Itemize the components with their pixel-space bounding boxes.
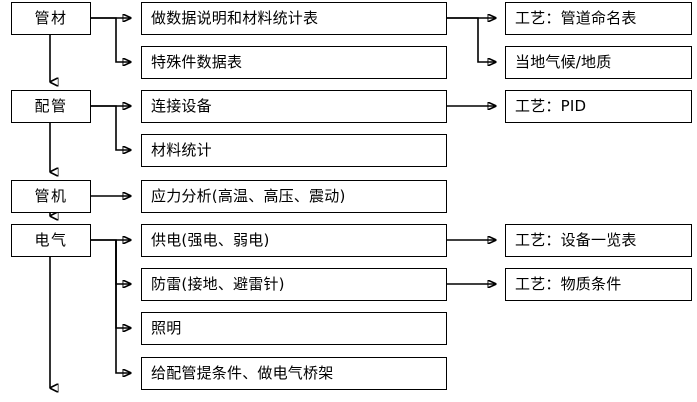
task-node-6[interactable]: 供电(强电、弱电)	[141, 224, 447, 257]
wire-stage2-task4	[91, 105, 131, 150]
wire-stage4-task8	[115, 240, 131, 328]
task-node-8[interactable]: 照明	[141, 312, 447, 345]
stage-node-peiguan[interactable]: 配管	[11, 90, 91, 123]
task-node-1[interactable]: 做数据说明和材料统计表	[141, 2, 447, 35]
task-label: 特殊件数据表	[151, 53, 243, 71]
task-node-9[interactable]: 给配管提条件、做电气桥架	[141, 357, 447, 390]
task-node-2[interactable]: 特殊件数据表	[141, 46, 447, 79]
process-label: 工艺：设备一览表	[515, 231, 637, 249]
process-label: 工艺：物质条件	[515, 275, 622, 293]
task-label: 连接设备	[151, 97, 212, 115]
process-label: 当地气候/地质	[515, 53, 612, 71]
task-label: 防雷(接地、避雷针)	[151, 275, 285, 293]
stage-node-guancai[interactable]: 管材	[11, 2, 91, 35]
task-node-3[interactable]: 连接设备	[141, 90, 447, 123]
stage-node-guanji[interactable]: 管机	[11, 180, 91, 213]
process-node-3[interactable]: 工艺：PID	[505, 90, 692, 123]
wire-stage1-task2	[91, 17, 131, 62]
task-node-4[interactable]: 材料统计	[141, 134, 447, 167]
task-label: 材料统计	[151, 141, 212, 159]
wire-stage4-task7	[91, 239, 131, 284]
process-node-4[interactable]: 工艺：设备一览表	[505, 224, 692, 257]
wire-stage4-task9	[115, 240, 131, 373]
process-node-5[interactable]: 工艺：物质条件	[505, 268, 692, 301]
process-label: 工艺：管道命名表	[515, 9, 637, 27]
process-node-1[interactable]: 工艺：管道命名表	[505, 2, 692, 35]
stage-label: 配管	[34, 97, 68, 115]
task-label: 供电(强电、弱电)	[151, 231, 270, 249]
stage-label: 管材	[34, 9, 68, 27]
task-label: 给配管提条件、做电气桥架	[151, 364, 334, 382]
stage-label: 电气	[34, 231, 68, 249]
stage-label: 管机	[34, 187, 68, 205]
task-label: 应力分析(高温、高压、震动)	[151, 187, 346, 205]
task-label: 照明	[151, 319, 182, 337]
task-node-7[interactable]: 防雷(接地、避雷针)	[141, 268, 447, 301]
task-node-5[interactable]: 应力分析(高温、高压、震动)	[141, 180, 447, 213]
task-label: 做数据说明和材料统计表	[151, 9, 319, 27]
wire-task1-proc2	[447, 17, 496, 62]
stage-node-dianqi[interactable]: 电气	[11, 224, 91, 257]
process-label: 工艺：PID	[515, 97, 587, 115]
process-node-2[interactable]: 当地气候/地质	[505, 46, 692, 79]
